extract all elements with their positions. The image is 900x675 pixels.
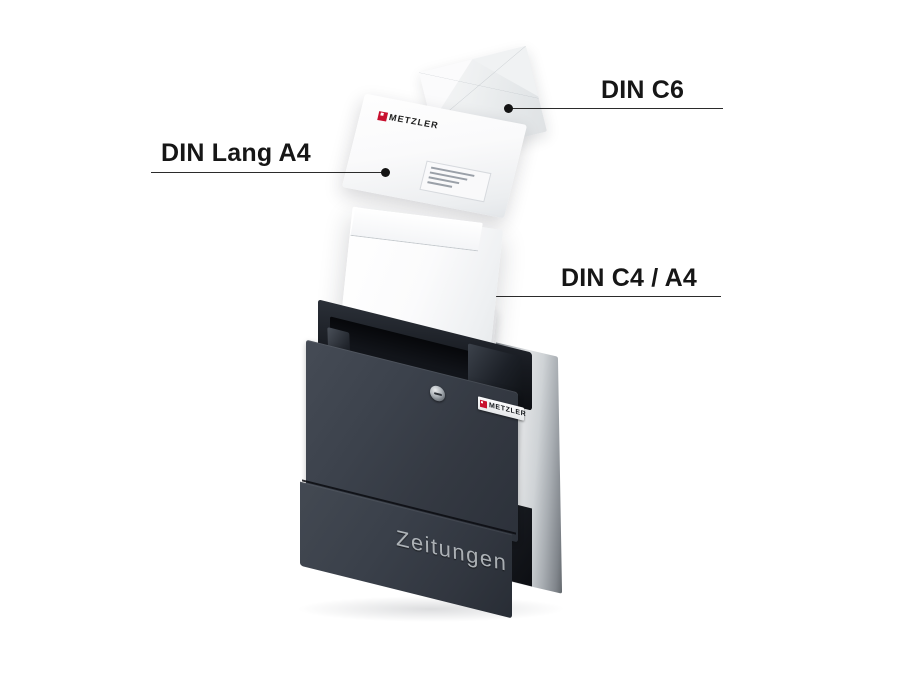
metzler-logo-mark-icon [377,110,389,122]
callout-dot-din-lang-a4 [381,168,390,177]
callout-dot-din-c6 [504,104,513,113]
mailbox: METZLER Zeitungen [300,299,600,636]
mailbox-ground-shadow [296,596,566,622]
callout-label-din-lang-a4: DIN Lang A4 [161,139,311,167]
callout-leader-line-din-c6 [508,108,723,109]
metzler-badge-mark-icon [480,399,487,409]
callout-leader-line-din-c4-a4 [470,296,721,297]
callout-label-din-c4-a4: DIN C4 / A4 [561,264,698,292]
callout-label-din-c6: DIN C6 [601,76,685,104]
callout-leader-line-din-lang-a4 [151,172,385,173]
